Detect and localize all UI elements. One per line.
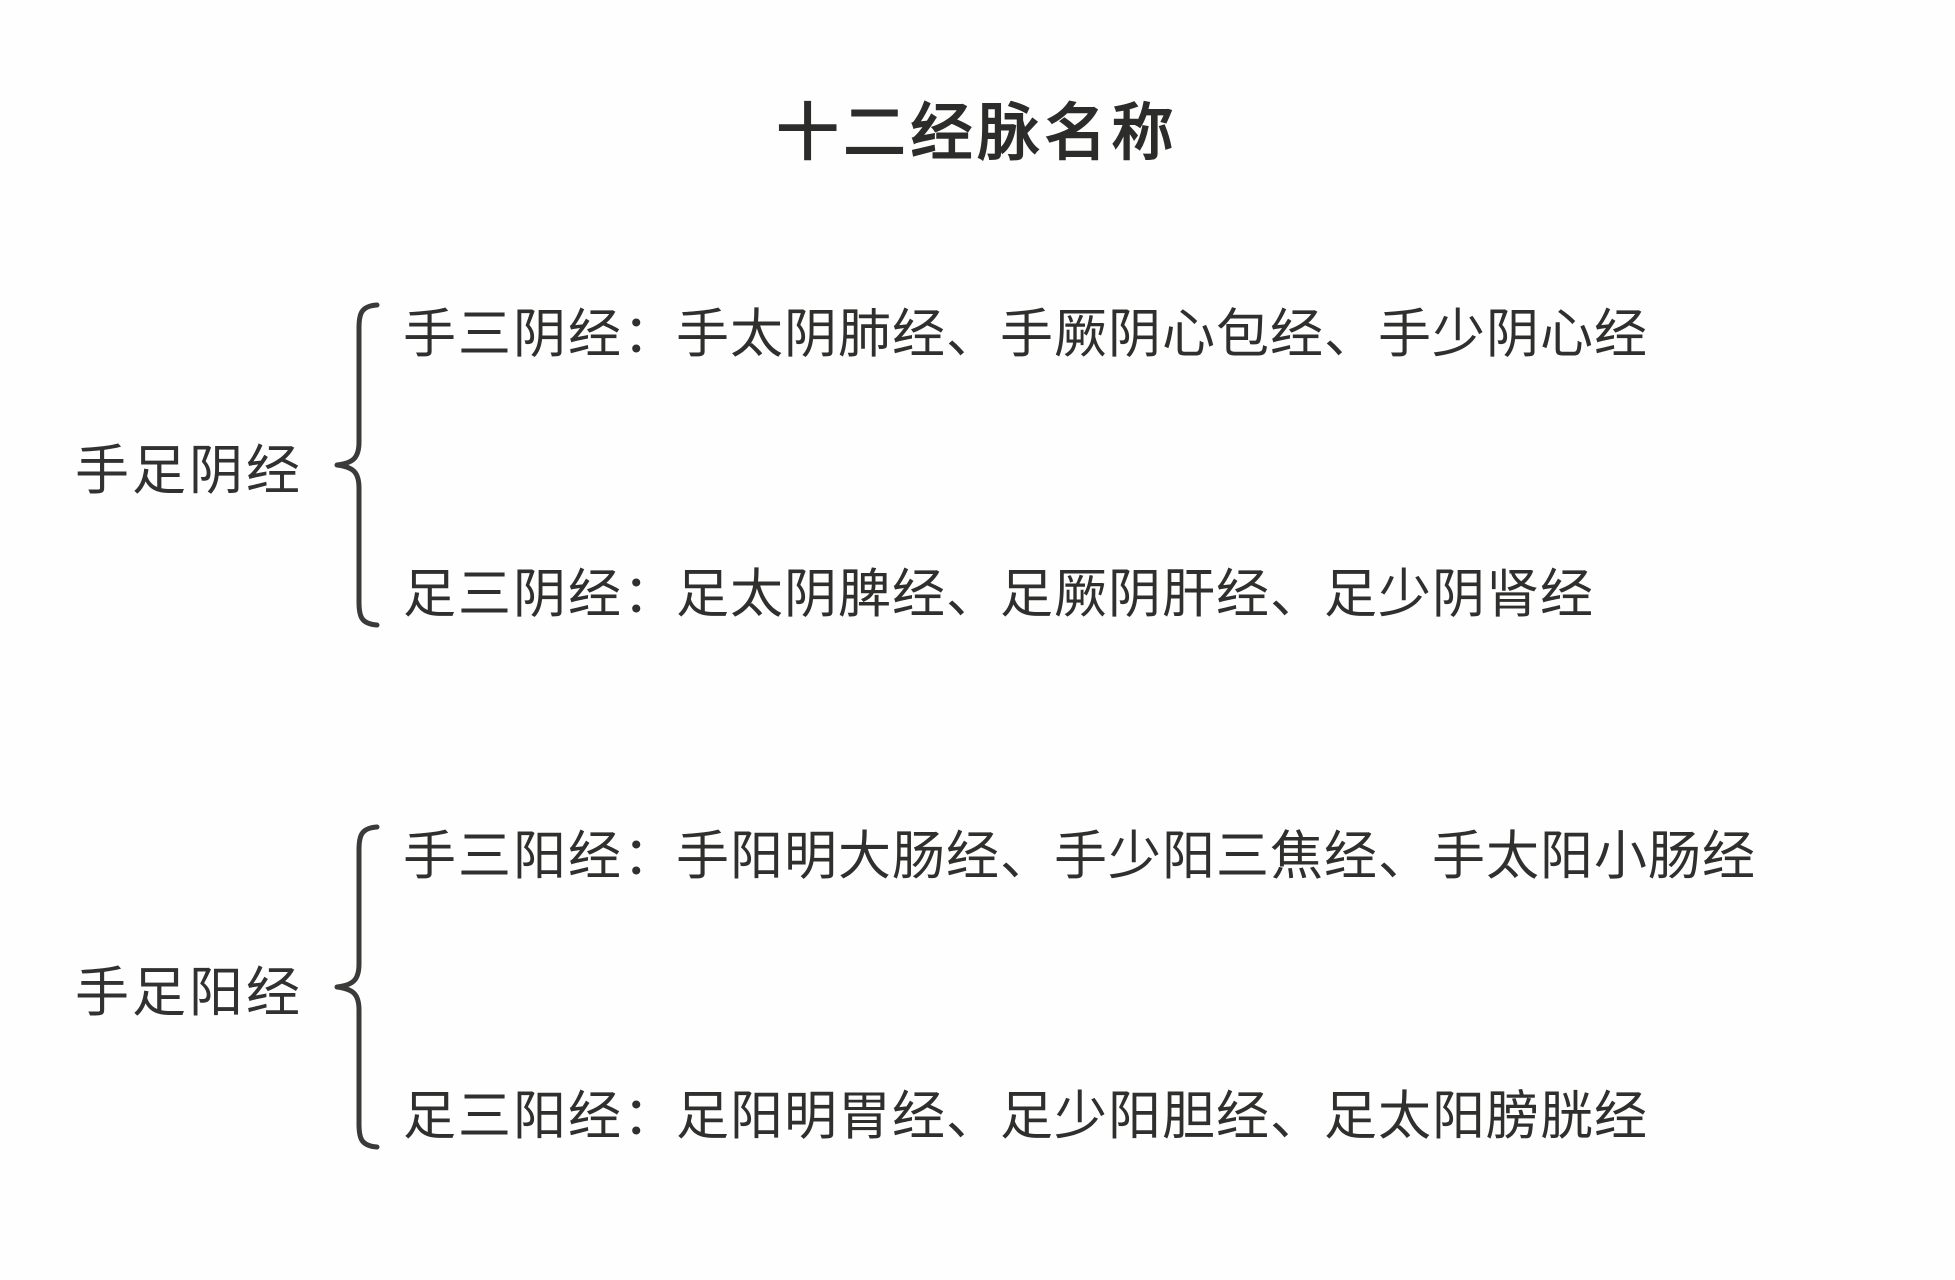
branch-list-yang: 手三阳经：手阳明大肠经、手少阳三焦经、手太阳小肠经 足三阳经：足阳明胃经、足少阳… <box>403 822 1756 1152</box>
branch-separator: ： <box>623 826 676 887</box>
group-yang-meridians: 手足阳经 手三阳经：手阳明大肠经、手少阳三焦经、手太阳小肠经 足三阳经：足阳明胃… <box>75 822 1756 1152</box>
group-yin-meridians: 手足阴经 手三阴经：手太阴肺经、手厥阴心包经、手少阴心经 足三阴经：足太阴脾经、… <box>75 300 1648 630</box>
branch-foot-yin: 足三阴经：足太阴脾经、足厥阴肝经、足少阴肾经 <box>403 563 1648 625</box>
group-label-yang: 手足阳经 <box>75 960 303 1024</box>
branch-category-foot-yin: 足三阴经 <box>403 563 623 625</box>
branch-hand-yang: 手三阳经：手阳明大肠经、手少阳三焦经、手太阳小肠经 <box>403 826 1756 887</box>
branch-separator: ： <box>623 1085 676 1147</box>
branch-items-foot-yin: 足太阴脾经、足厥阴肝经、足少阴肾经 <box>676 563 1594 625</box>
branch-list-yin: 手三阴经：手太阴肺经、手厥阴心包经、手少阴心经 足三阴经：足太阴脾经、足厥阴肝经… <box>403 300 1648 630</box>
group-label-yin: 手足阴经 <box>75 438 303 502</box>
left-curly-brace-icon <box>334 824 380 1150</box>
branch-items-hand-yin: 手太阴肺经、手厥阴心包经、手少阴心经 <box>676 304 1648 365</box>
branch-separator: ： <box>623 304 676 365</box>
page-title: 十二经脉名称 <box>776 96 1179 169</box>
branch-category-hand-yin: 手三阴经 <box>403 304 623 365</box>
left-curly-brace-icon <box>334 302 380 628</box>
branch-category-foot-yang: 足三阳经 <box>403 1085 623 1147</box>
branch-hand-yin: 手三阴经：手太阴肺经、手厥阴心包经、手少阴心经 <box>403 304 1648 365</box>
branch-category-hand-yang: 手三阳经 <box>403 826 623 887</box>
branch-items-hand-yang: 手阳明大肠经、手少阳三焦经、手太阳小肠经 <box>676 826 1756 887</box>
branch-foot-yang: 足三阳经：足阳明胃经、足少阳胆经、足太阳膀胱经 <box>403 1085 1756 1147</box>
branch-items-foot-yang: 足阳明胃经、足少阳胆经、足太阳膀胱经 <box>676 1085 1648 1147</box>
branch-separator: ： <box>623 563 676 625</box>
